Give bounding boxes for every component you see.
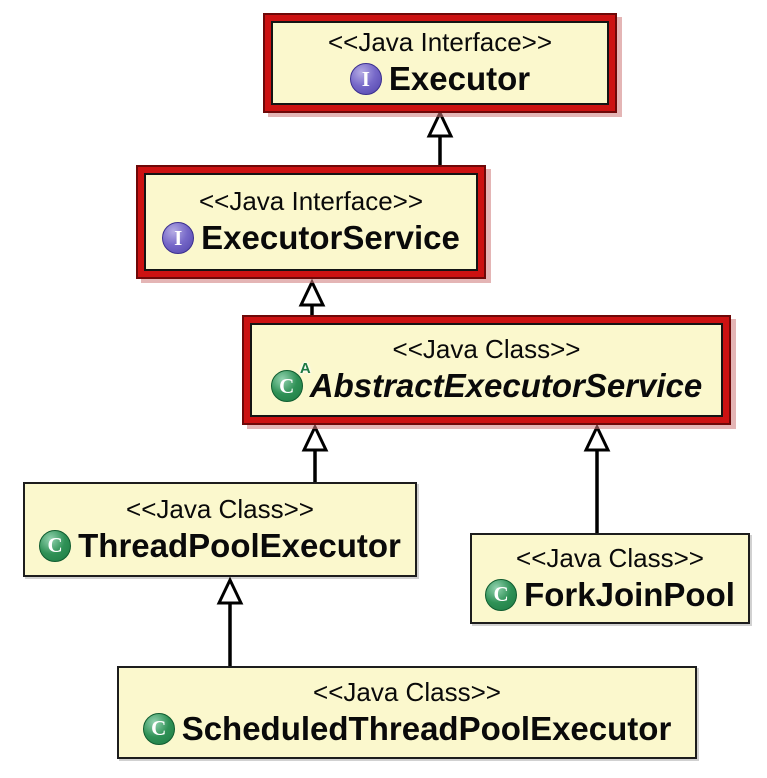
class-node-executorservice[interactable]: <<Java Interface>> I ExecutorService xyxy=(136,165,486,279)
class-name-label: Executor xyxy=(388,60,531,97)
class-name-label: ThreadPoolExecutor xyxy=(78,526,401,564)
class-name-label: ScheduledThreadPoolExecutor xyxy=(181,709,672,747)
stereotype-label: <<Java Class>> xyxy=(392,334,581,364)
interface-icon: I xyxy=(162,222,195,254)
abstract-class-icon: C A xyxy=(270,361,311,402)
class-node-threadpoolexecutor[interactable]: <<Java Class>> C ThreadPoolExecutor xyxy=(23,482,417,577)
class-node-scheduledthreadpoolexecutor[interactable]: <<Java Class>> C ScheduledThreadPoolExec… xyxy=(117,666,697,759)
class-name-label: AbstractExecutorService xyxy=(309,367,703,404)
edge-executorservice-to-executor xyxy=(426,109,454,166)
stereotype-label: <<Java Interface>> xyxy=(198,186,424,216)
class-name-label: ForkJoinPool xyxy=(524,575,735,613)
stereotype-label: <<Java Class>> xyxy=(126,493,314,524)
edge-abstractexecutorservice-to-executorservice xyxy=(298,278,326,316)
class-node-abstractexecutorservice[interactable]: <<Java Class>> C A AbstractExecutorServi… xyxy=(242,315,731,425)
edge-threadpoolexecutor-to-abstractexecutorservice xyxy=(301,423,329,483)
class-icon: C xyxy=(142,712,175,745)
node-body: <<Java Interface>> I ExecutorService xyxy=(144,173,478,271)
node-body: <<Java Class>> C A AbstractExecutorServi… xyxy=(250,323,723,417)
class-icon: C xyxy=(485,578,518,611)
stereotype-label: <<Java Class>> xyxy=(516,542,704,573)
class-node-executor[interactable]: <<Java Interface>> I Executor xyxy=(263,13,617,113)
class-node-forkjoinpool[interactable]: <<Java Class>> C ForkJoinPool xyxy=(470,533,750,624)
edge-forkjoinpool-to-abstractexecutorservice xyxy=(583,423,611,534)
abstract-badge: A xyxy=(299,360,311,377)
stereotype-label: <<Java Interface>> xyxy=(327,27,553,57)
edge-scheduledthreadpoolexecutor-to-threadpoolexecutor xyxy=(216,576,244,667)
class-icon: C xyxy=(39,529,72,562)
stereotype-label: <<Java Class>> xyxy=(313,676,501,707)
class-name-label: ExecutorService xyxy=(201,219,460,256)
interface-icon: I xyxy=(349,63,382,95)
node-body: <<Java Interface>> I Executor xyxy=(271,21,609,105)
